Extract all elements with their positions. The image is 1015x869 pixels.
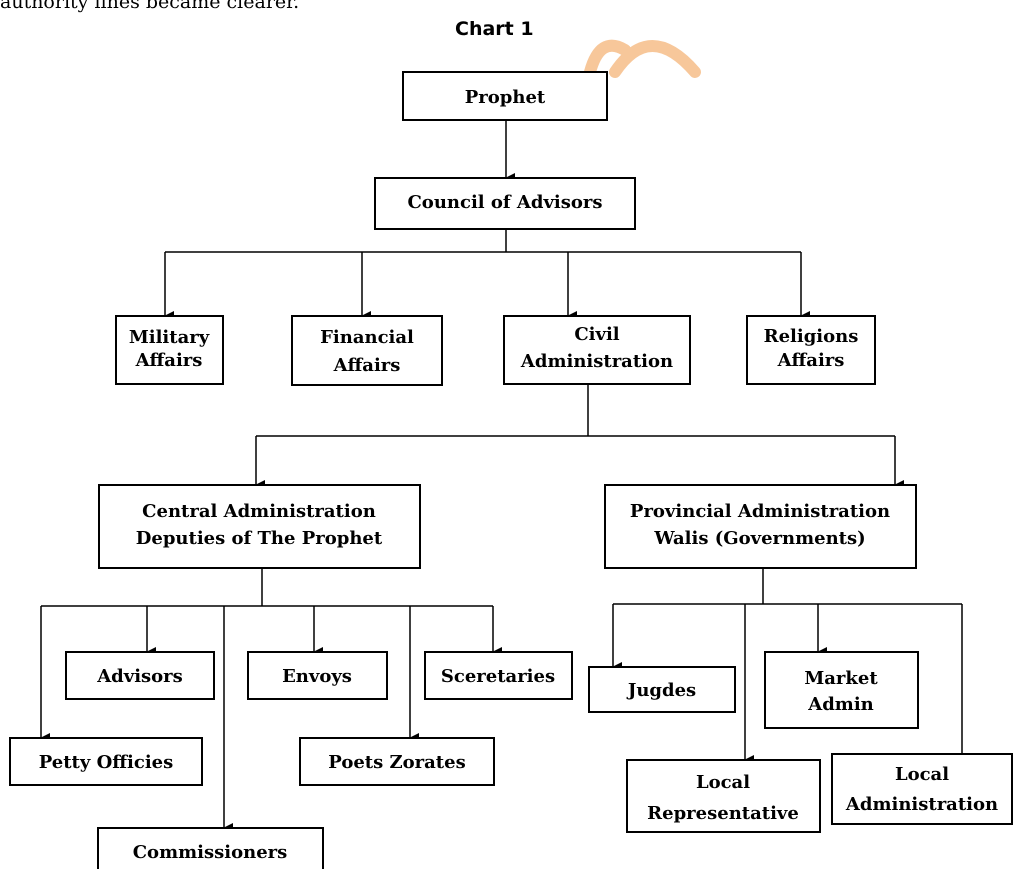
node-commissioners: Commissioners <box>97 827 324 869</box>
node-civil-administration: Civil Administration <box>503 315 691 385</box>
svg-text:Market: Market <box>804 668 878 689</box>
node-prophet: Prophet <box>402 71 608 121</box>
node-market-line2: Admin <box>807 694 874 715</box>
node-local-administration: Local Administration <box>831 753 1013 825</box>
node-petty-line1: Petty Officies <box>39 752 174 773</box>
svg-text:Local: Local <box>895 764 949 785</box>
svg-text:Representative: Representative <box>647 803 799 824</box>
svg-text:Jugdes: Jugdes <box>626 680 696 701</box>
svg-text:Local: Local <box>696 772 750 793</box>
node-envoys-line1: Envoys <box>282 666 352 687</box>
intro-text: authority lines became clearer. <box>0 0 300 13</box>
svg-text:Affairs: Affairs <box>777 350 845 371</box>
svg-text:Administration: Administration <box>845 794 998 815</box>
node-advisors: Advisors <box>65 651 215 700</box>
node-market-line1: Market <box>804 668 878 689</box>
node-religions-line2: Affairs <box>777 350 845 371</box>
svg-text:Affairs: Affairs <box>333 355 401 376</box>
svg-text:Poets Zorates: Poets Zorates <box>328 752 465 773</box>
svg-text:Prophet: Prophet <box>465 87 546 108</box>
node-central-line2: Deputies of The Prophet <box>136 528 383 549</box>
node-military-affairs: Military Affairs <box>115 315 224 385</box>
node-poets-zorates: Poets Zorates <box>299 737 495 786</box>
svg-text:Walis (Governments): Walis (Governments) <box>653 528 865 549</box>
svg-text:Financial: Financial <box>320 327 414 348</box>
svg-text:Council of Advisors: Council of Advisors <box>407 192 602 213</box>
node-council-line1: Council of Advisors <box>407 192 602 213</box>
svg-text:Admin: Admin <box>807 694 874 715</box>
node-secretaries: Sceretaries <box>424 651 573 700</box>
svg-text:Envoys: Envoys <box>282 666 352 687</box>
node-financial-line1: Financial <box>320 327 414 348</box>
node-central-administration: Central Administration Deputies of The P… <box>98 484 421 569</box>
node-market-admin: Market Admin <box>764 651 919 729</box>
svg-text:Commissioners: Commissioners <box>133 842 288 863</box>
node-provincial-line1: Provincial Administration <box>630 501 890 522</box>
node-poets-line1: Poets Zorates <box>328 752 465 773</box>
node-prophet-line1: Prophet <box>465 87 546 108</box>
node-commissioners-line1: Commissioners <box>133 842 288 863</box>
node-local-admin-line2: Administration <box>845 794 998 815</box>
svg-text:Deputies of The Prophet: Deputies of The Prophet <box>136 528 383 549</box>
node-advisors-line1: Advisors <box>96 666 183 687</box>
svg-text:Affairs: Affairs <box>135 350 203 371</box>
svg-text:Petty Officies: Petty Officies <box>39 752 174 773</box>
svg-text:Military: Military <box>129 327 210 348</box>
node-judges-line1: Jugdes <box>626 680 696 701</box>
node-secretaries-line1: Sceretaries <box>441 666 555 687</box>
node-religions-affairs: Religions Affairs <box>746 315 876 385</box>
node-petty-officies: Petty Officies <box>9 737 203 786</box>
node-military-line1: Military <box>129 327 210 348</box>
node-military-line2: Affairs <box>135 350 203 371</box>
node-local-representative: Local Representative <box>626 759 821 833</box>
svg-text:Central Administration: Central Administration <box>142 501 376 522</box>
node-financial-affairs: Financial Affairs <box>291 315 443 386</box>
chart-title: Chart 1 <box>455 18 534 40</box>
svg-text:Administration: Administration <box>520 351 673 372</box>
node-envoys: Envoys <box>247 651 388 700</box>
node-religions-line1: Religions <box>764 326 859 347</box>
svg-text:Sceretaries: Sceretaries <box>441 666 555 687</box>
node-provincial-line2: Walis (Governments) <box>653 528 865 549</box>
svg-text:Civil: Civil <box>574 324 619 345</box>
svg-text:Religions: Religions <box>764 326 859 347</box>
watermark-logo <box>584 39 701 78</box>
node-central-line1: Central Administration <box>142 501 376 522</box>
node-local-admin-line1: Local <box>895 764 949 785</box>
node-financial-line2: Affairs <box>333 355 401 376</box>
node-local-rep-line2: Representative <box>647 803 799 824</box>
node-civil-line1: Civil <box>574 324 619 345</box>
svg-text:Provincial Administration: Provincial Administration <box>630 501 890 522</box>
node-council-of-advisors: Council of Advisors <box>374 177 636 230</box>
node-civil-line2: Administration <box>520 351 673 372</box>
svg-text:Advisors: Advisors <box>96 666 183 687</box>
node-judges: Jugdes <box>588 666 736 713</box>
node-provincial-administration: Provincial Administration Walis (Governm… <box>604 484 917 569</box>
node-local-rep-line1: Local <box>696 772 750 793</box>
connectors <box>40 120 971 833</box>
